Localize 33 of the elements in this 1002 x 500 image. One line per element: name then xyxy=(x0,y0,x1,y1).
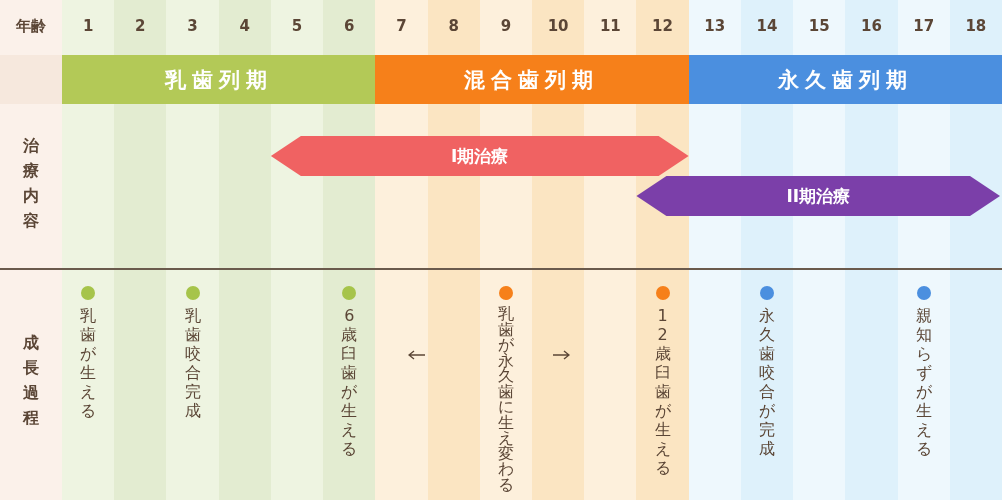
age-number: 16 xyxy=(860,16,883,37)
period-band: 混合歯列期 xyxy=(375,55,689,104)
age-number: 5 xyxy=(290,16,304,37)
period-band: 永久歯列期 xyxy=(688,55,1002,104)
age-number: 11 xyxy=(598,16,622,37)
row-header: 年齢 xyxy=(15,15,47,37)
growth-stage-text: 親知らずが生える xyxy=(914,306,933,458)
growth-stage-text: 永久歯咬合が完成 xyxy=(758,306,776,458)
age-number: 17 xyxy=(912,16,936,37)
age-number: 12 xyxy=(651,16,674,37)
age-number: 15 xyxy=(807,16,831,37)
age-number: 2 xyxy=(134,16,147,37)
age-number: 8 xyxy=(447,16,460,37)
treatment-period-band: I期治療 xyxy=(270,136,689,176)
age-number: 10 xyxy=(546,16,570,37)
row-header: 治療内容 xyxy=(22,135,40,232)
age-number: 6 xyxy=(343,16,356,37)
age-number: 7 xyxy=(395,16,408,37)
age-number: 4 xyxy=(238,16,251,37)
age-number: 14 xyxy=(755,16,779,37)
growth-stage-text: 6歳臼歯が生える xyxy=(340,306,359,458)
age-number: 1 xyxy=(81,16,95,37)
growth-stage-text: 乳歯が生える xyxy=(79,306,98,420)
treatment-period-band: II期治療 xyxy=(636,176,1000,216)
period-band: 乳歯列期 xyxy=(62,55,376,104)
age-number: 13 xyxy=(703,16,727,37)
growth-stage-text: 乳歯咬合完成 xyxy=(183,306,202,420)
age-number: 3 xyxy=(186,16,199,37)
age-number: 9 xyxy=(499,16,513,37)
row-header: 成長過程 xyxy=(22,332,40,429)
growth-stage-text: 12歳臼歯が生える xyxy=(653,306,672,477)
age-number: 18 xyxy=(964,16,988,37)
growth-stage-text: 乳歯が永久歯に生え変わる xyxy=(496,306,515,492)
